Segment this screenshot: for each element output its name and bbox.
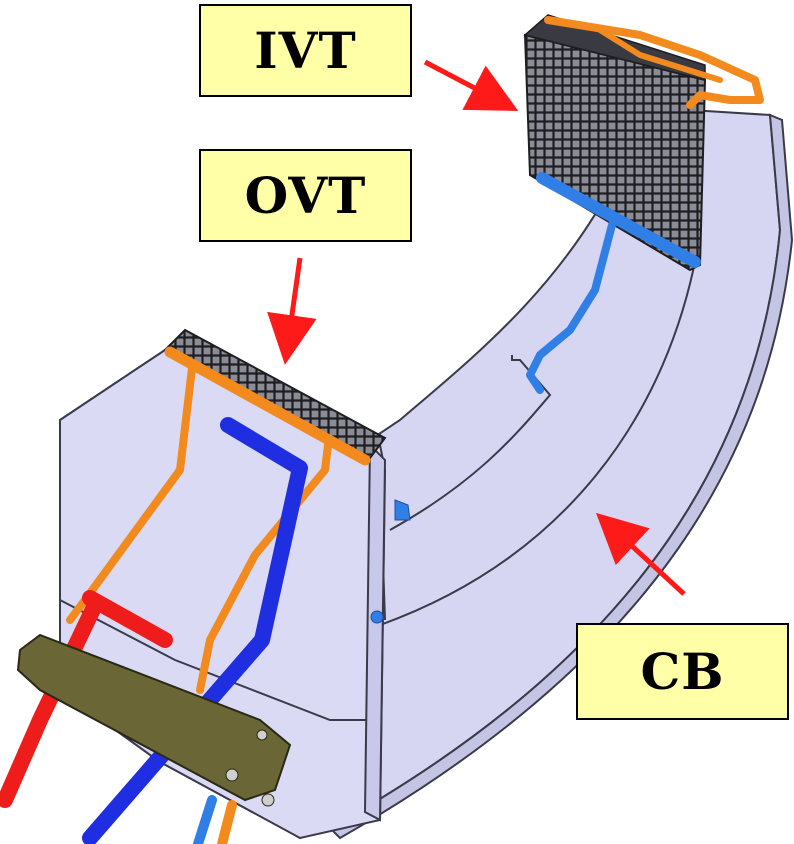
ovt-orange-leg-left: [66, 364, 196, 624]
ovt-red-pipe: [0, 590, 173, 808]
arrow-ivt: [423, 59, 519, 111]
inner-vertical-target: [370, 14, 764, 624]
ivt-blue-fitting-1: [394, 499, 411, 521]
cassette-block-side: [363, 442, 387, 822]
support-pin-1: [225, 768, 239, 782]
ivt-orange-tube-2: [597, 27, 723, 83]
label-ovt: OVT: [199, 149, 412, 242]
support-pin-3: [256, 729, 268, 741]
ivt-blue-fitting-2: [370, 610, 384, 624]
support-rail-bar: [16, 633, 292, 802]
support-rail: [16, 633, 292, 807]
ovt-orange-feed: [217, 800, 237, 844]
support-pin-2: [261, 793, 275, 807]
label-ivt-text: IVT: [254, 21, 357, 80]
cassette-groove-outer: [379, 234, 701, 626]
arrow-ovt: [267, 257, 317, 365]
cassette-groove-inner: [389, 355, 552, 531]
label-cb: CB: [576, 623, 789, 720]
label-ivt: IVT: [199, 4, 412, 97]
ovt-orange-leg-right: [196, 441, 332, 694]
label-ovt-text: OVT: [244, 166, 367, 225]
arrow-cb: [595, 512, 686, 596]
ovt-lightblue-feed: [193, 795, 217, 844]
cassette-outer-rim: [328, 113, 794, 840]
ivt-blue-manifold: [536, 172, 701, 268]
ivt-orange-tube: [544, 16, 764, 109]
ovt-orange-header: [164, 346, 371, 466]
cassette-front-edge: [59, 599, 380, 721]
callout-arrows: [267, 59, 686, 596]
label-cb-text: CB: [640, 642, 725, 701]
ivt-blue-pipe: [526, 221, 616, 394]
